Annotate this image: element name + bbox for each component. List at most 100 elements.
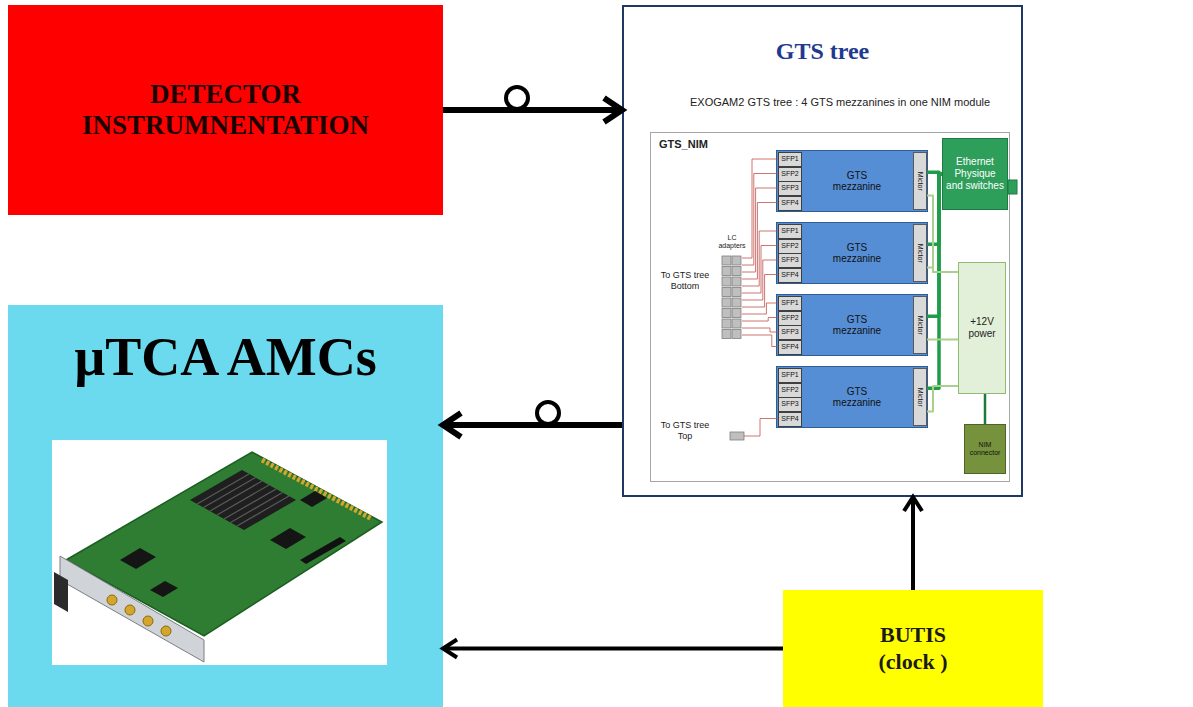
port-label: SFP2 bbox=[781, 170, 799, 178]
connector-label: Mictor bbox=[916, 243, 924, 262]
box-title: µTCA AMCs bbox=[74, 325, 377, 390]
lc-port bbox=[722, 298, 731, 307]
sfp-port: SFP2 bbox=[778, 239, 802, 254]
connector-line bbox=[927, 174, 942, 388]
port-label: SFP2 bbox=[781, 386, 799, 394]
lc-port bbox=[722, 330, 731, 339]
mictor-connector: Mictor bbox=[913, 224, 927, 282]
box-title: BUTIS (clock ) bbox=[858, 622, 968, 675]
detector-box: DETECTOR INSTRUMNENTATION bbox=[8, 5, 443, 215]
ethernet-box: Ethernet Physique and switches bbox=[942, 138, 1008, 210]
sfp-port: SFP2 bbox=[778, 383, 802, 398]
sfp-port: SFP3 bbox=[778, 181, 802, 196]
connector-line bbox=[984, 394, 987, 424]
sfp-port: SFP4 bbox=[778, 268, 802, 283]
sfp-port: SFP1 bbox=[778, 224, 802, 239]
label-holder: To GTS tree Bottom bbox=[660, 270, 710, 292]
lc-port bbox=[732, 288, 741, 297]
sfp-port: SFP4 bbox=[778, 196, 802, 211]
link-symbol bbox=[506, 87, 528, 109]
sma-connector bbox=[143, 616, 153, 626]
sfp-port: SFP1 bbox=[778, 296, 802, 311]
panel-title: GTS tree bbox=[632, 37, 1013, 66]
sfp-port: SFP1 bbox=[778, 368, 802, 383]
cable-label: To GTS tree Top bbox=[660, 420, 710, 442]
lc-port bbox=[730, 432, 744, 440]
sfp-port: SFP2 bbox=[778, 167, 802, 182]
mezzanine-box: GTS mezzanineSFP1SFP2SFP3SFP4Mictor bbox=[776, 294, 928, 356]
clock-box: BUTIS (clock ) bbox=[783, 590, 1043, 707]
connector-line bbox=[443, 107, 622, 113]
label-holder: To GTS tree Top bbox=[660, 420, 710, 442]
port-label: SFP1 bbox=[781, 371, 799, 379]
chip bbox=[270, 528, 306, 549]
nim-connector-box: NIM connector bbox=[964, 424, 1006, 474]
lc-port bbox=[722, 288, 731, 297]
sma-connector bbox=[125, 605, 135, 615]
mezzanine-box: GTS mezzanine SFP1SFP2SFP3SFP4 Mictor bbox=[776, 222, 928, 284]
sfp-port: SFP3 bbox=[778, 397, 802, 412]
header-connector bbox=[300, 537, 346, 564]
port-label: SFP2 bbox=[781, 242, 799, 250]
cable-label: To GTS tree Bottom bbox=[660, 270, 710, 292]
lc-port bbox=[732, 330, 741, 339]
connector-line bbox=[927, 174, 942, 244]
connector-line bbox=[927, 172, 942, 174]
lc-port bbox=[722, 267, 731, 276]
lc-port bbox=[732, 267, 741, 276]
connector-line bbox=[927, 196, 958, 273]
mictor-connector: Mictor bbox=[913, 368, 927, 426]
mezzanine-box: GTS mezzanineSFP1SFP2SFP3SFP4Mictor bbox=[776, 150, 928, 212]
mictor-connector: Mictor bbox=[913, 296, 927, 354]
port-label: SFP1 bbox=[781, 299, 799, 307]
link-symbol bbox=[537, 402, 559, 424]
heatsink-fins bbox=[197, 474, 289, 526]
box-label: NIM connector bbox=[967, 441, 1003, 458]
sfp-port: SFP4 bbox=[778, 412, 802, 427]
lc-port bbox=[722, 277, 731, 286]
lc-port bbox=[732, 298, 741, 307]
lc-port bbox=[732, 277, 741, 286]
box-title: DETECTOR INSTRUMNENTATION bbox=[31, 79, 421, 141]
box-label: +12V power bbox=[961, 316, 1003, 340]
chip bbox=[120, 548, 156, 569]
connector-line bbox=[927, 268, 958, 273]
module-title: GTS_NIM bbox=[659, 138, 708, 151]
sfp-port: SFP3 bbox=[778, 253, 802, 268]
connector-line bbox=[443, 422, 622, 428]
chip bbox=[150, 581, 178, 597]
lc-port bbox=[732, 256, 741, 265]
power-box: +12V power bbox=[958, 262, 1006, 394]
port-label: SFP4 bbox=[781, 415, 799, 423]
board-photo-ground bbox=[52, 440, 387, 665]
port-label: SFP4 bbox=[781, 199, 799, 207]
front-panel bbox=[60, 556, 204, 662]
port-label: SFP4 bbox=[781, 343, 799, 351]
port-label: SFP3 bbox=[781, 328, 799, 336]
mezzanine-label: GTS mezzanine bbox=[829, 242, 885, 265]
lc-port bbox=[722, 256, 731, 265]
amc-board bbox=[66, 452, 382, 636]
connector-line bbox=[911, 497, 915, 590]
mezzanine-label: GTS mezzanine bbox=[829, 314, 885, 337]
adapter-label: LC adapters bbox=[716, 234, 748, 249]
port-label: SFP4 bbox=[781, 271, 799, 279]
label-holder: LC adapters bbox=[716, 234, 748, 249]
connector-label: Mictor bbox=[916, 171, 924, 190]
lc-port bbox=[732, 319, 741, 328]
port-label: SFP3 bbox=[781, 184, 799, 192]
sma-connector bbox=[161, 626, 171, 636]
connector-line bbox=[927, 339, 958, 341]
sfp-port: SFP1 bbox=[778, 152, 802, 167]
edge-fingers bbox=[262, 460, 372, 519]
port-label: SFP3 bbox=[781, 400, 799, 408]
lc-port bbox=[732, 309, 741, 318]
connector-line bbox=[927, 386, 958, 412]
connector-line bbox=[927, 174, 942, 316]
lc-port bbox=[722, 309, 731, 318]
panel-handle bbox=[54, 572, 68, 612]
port-label: SFP3 bbox=[781, 256, 799, 264]
panel-subtitle: EXOGAM2 GTS tree : 4 GTS mezzanines in o… bbox=[690, 96, 1013, 109]
box-label: Ethernet Physique and switches bbox=[945, 156, 1005, 192]
